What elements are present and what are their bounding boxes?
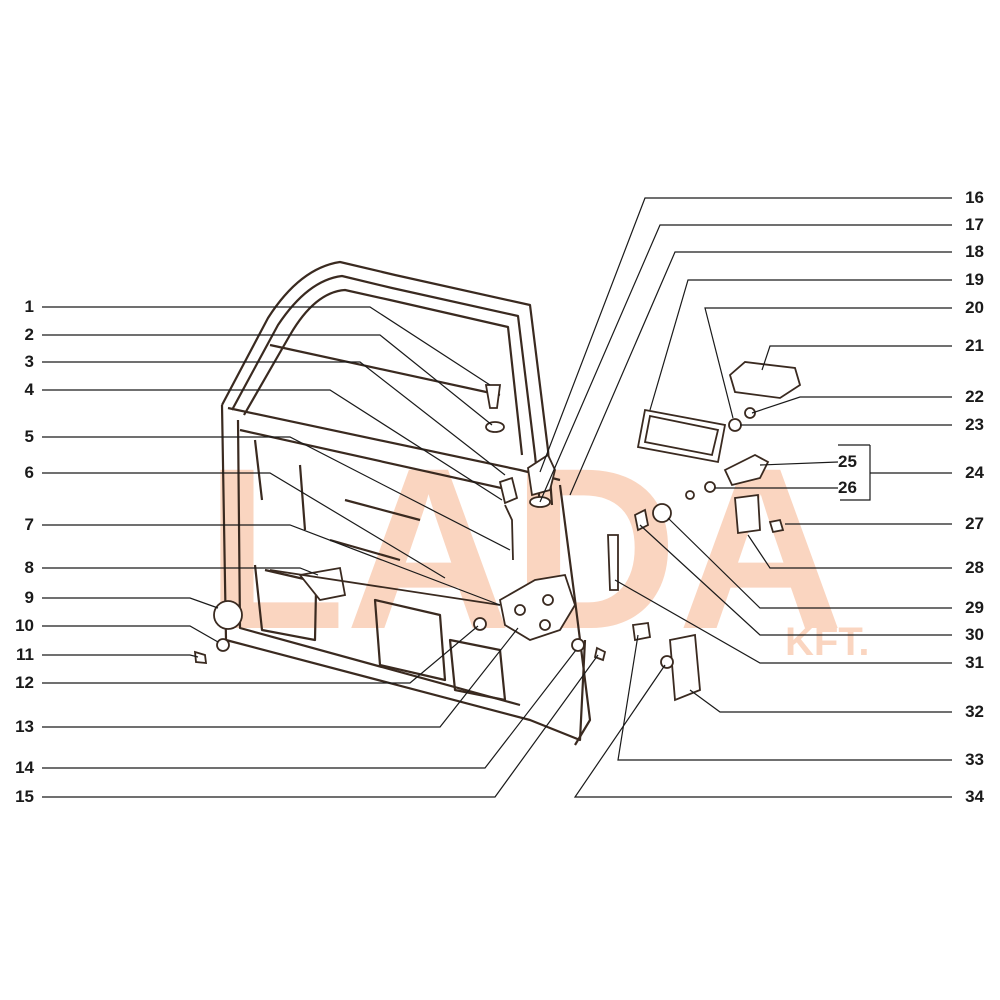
callout-34: 34 [965,787,984,806]
lock-bracket [498,476,519,505]
callout-12: 12 [15,673,34,692]
washer-26 [704,481,716,493]
nut-22 [728,418,742,432]
callout-24: 24 [965,463,984,482]
callout-23: 23 [965,415,984,434]
callout-2: 2 [24,325,34,344]
callout-13: 13 [15,717,34,736]
bolt-33 [631,621,652,642]
lock-button-rod [484,384,502,409]
washer-23 [744,407,756,419]
callout-20: 20 [965,298,984,317]
callout-31: 31 [965,653,984,672]
callout-30: 30 [965,625,984,644]
callout-19: 19 [965,270,984,289]
callout-25: 25 [838,452,857,471]
seal-ring [652,503,672,523]
callout-22: 22 [965,387,984,406]
callout-26: 26 [838,478,857,497]
leader-lines [42,197,952,798]
callout-11: 11 [16,645,34,664]
bolt-27 [768,518,785,534]
callout-9: 9 [24,588,34,607]
callout-32: 32 [965,702,984,721]
bushing [485,421,505,433]
parts [193,361,802,702]
nut-34 [660,655,674,669]
callout-27: 27 [965,514,984,533]
callout-5: 5 [24,427,34,446]
callout-3: 3 [24,352,34,371]
nut-lower [571,638,585,652]
lock-cylinder [723,453,770,487]
callout-29: 29 [965,598,984,617]
callout-21: 21 [965,336,984,355]
callout-15: 15 [15,787,34,806]
screw-lower [593,646,607,662]
nut [216,638,230,652]
callout-8: 8 [24,558,34,577]
clip-30 [633,508,650,532]
callout-16: 16 [965,188,984,207]
watermark-suffix: KFT. [785,620,869,664]
lock-body [498,573,576,641]
plug [213,600,243,630]
rod-31 [607,534,619,591]
outer-handle [728,361,802,399]
gasket [636,408,727,464]
callout-28: 28 [965,558,984,577]
striker [669,633,701,702]
callout-6: 6 [24,463,34,482]
inner-handle [527,453,556,497]
callout-4: 4 [24,380,34,399]
screw [193,650,208,665]
callout-17: 17 [965,215,984,234]
callout-33: 33 [965,750,984,769]
callout-1: 1 [24,297,34,316]
callout-14: 14 [15,758,34,777]
callout-7: 7 [24,515,34,534]
callout-10: 10 [15,616,34,635]
callout-18: 18 [965,242,984,261]
plate [734,493,761,535]
